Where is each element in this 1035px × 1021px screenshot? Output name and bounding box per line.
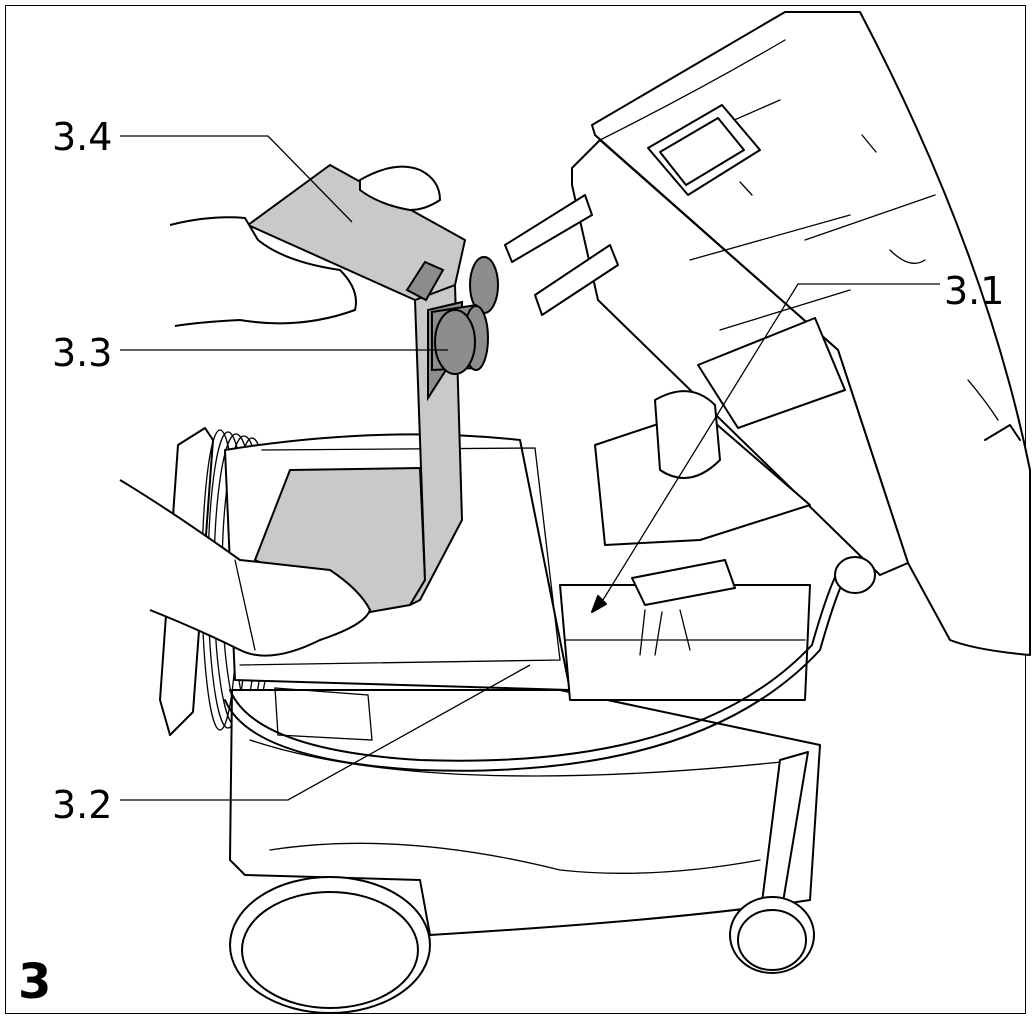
callout-3-2: 3.2 <box>52 783 113 827</box>
leader-line-34 <box>120 135 353 223</box>
filter-bag <box>247 164 499 613</box>
hands <box>119 165 441 657</box>
leader-lines <box>120 135 940 801</box>
figure-number: 3 <box>18 954 52 1010</box>
vacuum-lid-head <box>504 11 1031 656</box>
callout-3-1: 3.1 <box>944 269 1005 313</box>
leader-line-32 <box>120 664 531 801</box>
callout-3-3: 3.3 <box>52 331 113 375</box>
callout-3-4: 3.4 <box>52 115 113 159</box>
arrow-head-31 <box>591 595 607 613</box>
leader-line-31 <box>597 283 940 609</box>
wheels <box>229 876 815 1014</box>
